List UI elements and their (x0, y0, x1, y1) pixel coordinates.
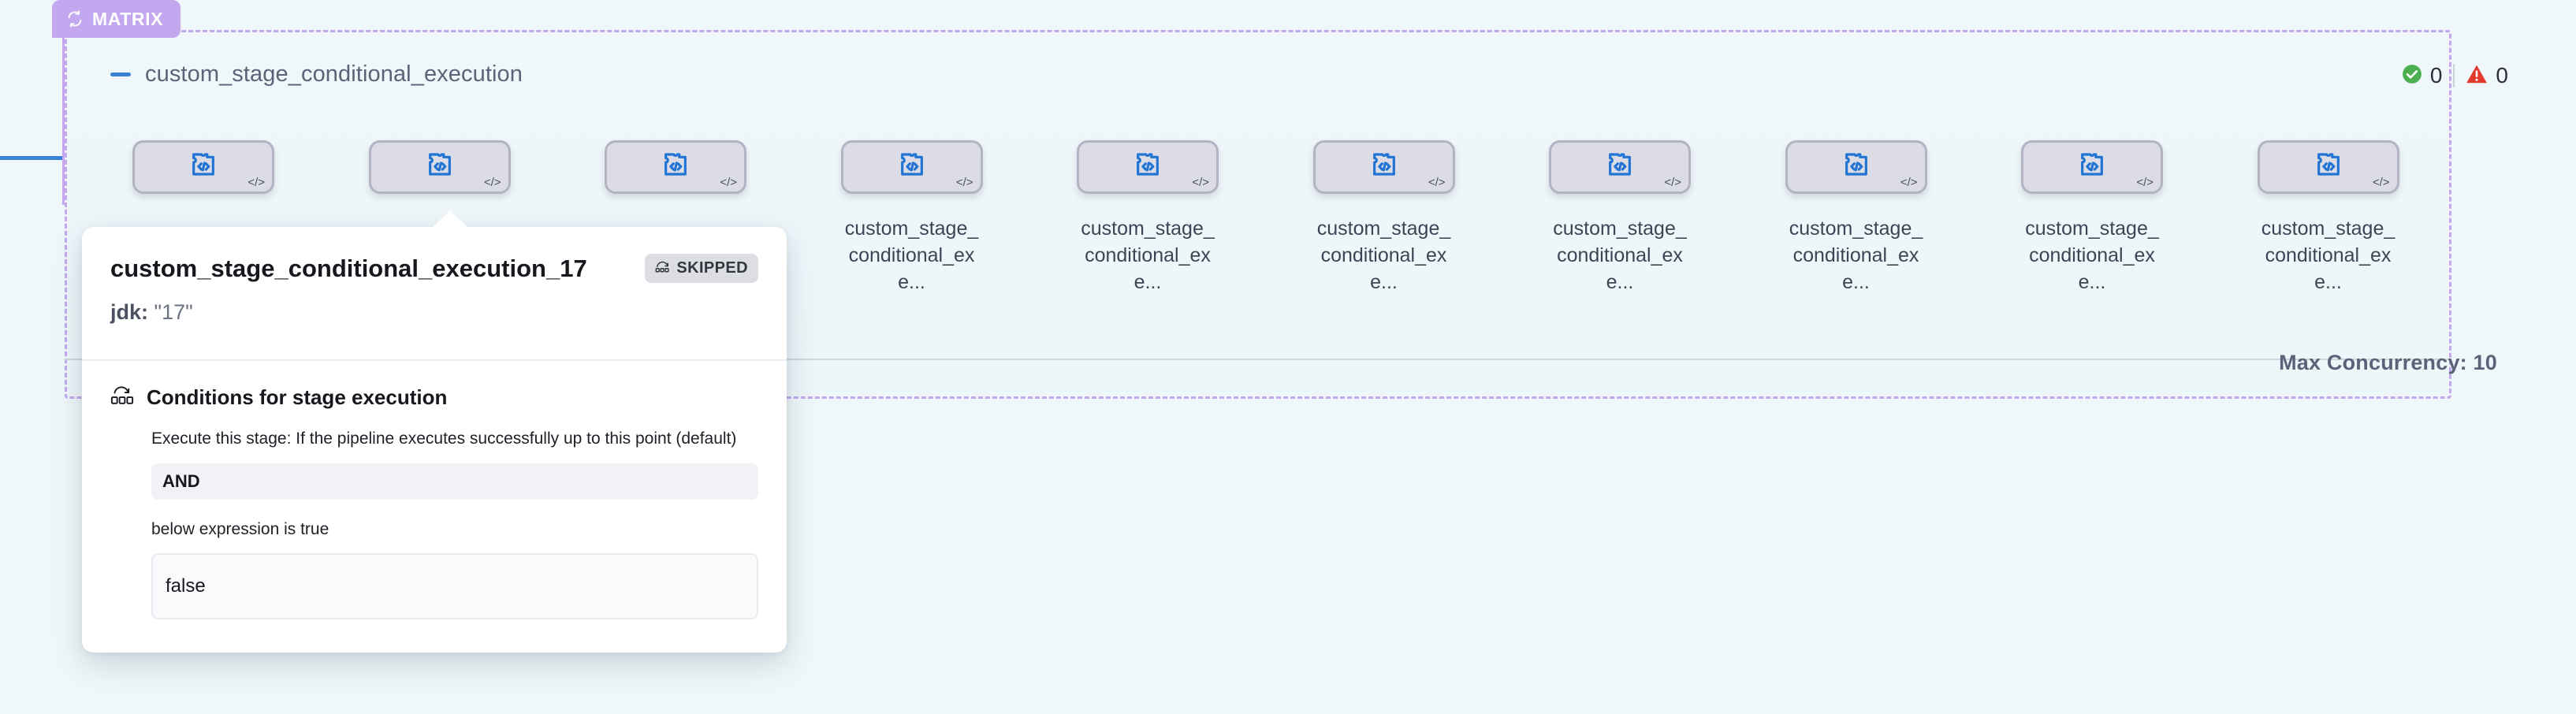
stage-node-3[interactable]: </> (605, 140, 746, 215)
code-tag-icon: </> (720, 176, 737, 189)
code-tag-icon: </> (2372, 176, 2390, 189)
status-badge-label: SKIPPED (676, 259, 748, 277)
warning-counter: 0 (2466, 63, 2508, 88)
code-tag-icon: </> (248, 176, 265, 189)
puzzle-code-icon (1132, 150, 1163, 185)
success-counter: 0 (2402, 63, 2443, 88)
code-tag-icon: </> (2136, 176, 2153, 189)
status-badge: SKIPPED (645, 254, 758, 283)
execute-condition-text: Execute this stage: If the pipeline exec… (151, 430, 737, 448)
tooltip-title: custom_stage_conditional_execution_17 (110, 255, 587, 282)
stage-node-1[interactable]: </> (132, 140, 274, 215)
stage-node-7[interactable]: </> custom_stage_conditional_exe... (1549, 140, 1691, 296)
stage-node-label: custom_stage_conditional_exe... (2261, 218, 2395, 293)
tooltip-meta: jdk: "17" (110, 300, 758, 325)
skip-arrow-icon (655, 259, 670, 277)
group-divider (65, 359, 2450, 360)
code-tag-icon: </> (1428, 176, 1446, 189)
puzzle-code-icon (2313, 150, 2344, 185)
success-count: 0 (2429, 63, 2443, 87)
stage-node-label: custom_stage_conditional_exe... (1789, 218, 1923, 293)
stage-node-card[interactable]: </> (840, 140, 983, 194)
warning-count: 0 (2496, 63, 2508, 87)
stage-node-label: custom_stage_conditional_exe... (1553, 218, 1687, 293)
tooltip-meta-value: "17" (154, 300, 193, 325)
conditions-section-title: Conditions for stage execution (147, 385, 448, 410)
stage-node-card[interactable]: </> (1077, 140, 1219, 194)
expression-label: below expression is true (151, 520, 329, 539)
max-concurrency-label: Max Concurrency: 10 (2279, 351, 2497, 374)
stage-node-5[interactable]: </> custom_stage_conditional_exe... (1077, 140, 1219, 296)
stage-detail-tooltip[interactable]: custom_stage_conditional_execution_17 SK… (82, 210, 787, 653)
expression-value-field[interactable]: false (151, 553, 758, 620)
stage-node-label: custom_stage_conditional_exe... (844, 218, 979, 293)
matrix-badge[interactable]: MATRIX (52, 0, 181, 38)
code-tag-icon: </> (955, 176, 973, 189)
puzzle-code-icon (424, 150, 456, 185)
conditions-flow-icon (110, 385, 134, 411)
stage-node-6[interactable]: </> custom_stage_conditional_exe... (1312, 140, 1455, 296)
stage-node-card[interactable]: </> (132, 140, 274, 194)
stage-node-card[interactable]: </> (2257, 140, 2399, 194)
tooltip-header: custom_stage_conditional_execution_17 SK… (82, 227, 787, 362)
stage-node-10[interactable]: </> custom_stage_conditional_exe... (2257, 140, 2399, 296)
stage-node-2[interactable]: </> (368, 140, 511, 215)
stage-node-card[interactable]: </> (368, 140, 511, 194)
check-circle-icon (2402, 64, 2422, 88)
stage-node-label: custom_stage_conditional_exe... (1316, 218, 1451, 293)
code-tag-icon: </> (1664, 176, 1681, 189)
puzzle-code-icon (1841, 150, 1872, 185)
incoming-connector-line (0, 156, 69, 160)
stage-node-9[interactable]: </> custom_stage_conditional_exe... (2021, 140, 2163, 296)
loop-refresh-icon (66, 10, 84, 28)
code-tag-icon: </> (1192, 176, 1209, 189)
stage-node-card[interactable]: </> (2021, 140, 2163, 194)
group-title: custom_stage_conditional_execution (145, 61, 523, 87)
tooltip-arrow (432, 210, 468, 228)
code-tag-icon: </> (1900, 176, 1918, 189)
stage-node-card[interactable]: </> (605, 140, 746, 194)
warning-triangle-icon (2466, 64, 2488, 88)
counter-divider (2453, 64, 2455, 87)
puzzle-code-icon (896, 150, 928, 185)
group-header[interactable]: custom_stage_conditional_execution (110, 61, 523, 87)
tooltip-meta-key: jdk: (110, 300, 149, 325)
matrix-badge-label: MATRIX (92, 8, 164, 29)
puzzle-code-icon (660, 150, 691, 185)
stage-node-4[interactable]: </> custom_stage_conditional_exe... (840, 140, 983, 296)
tooltip-conditions-section: Conditions for stage execution Execute t… (82, 361, 787, 653)
code-tag-icon: </> (483, 176, 501, 189)
status-counters: 0 0 (2402, 63, 2508, 88)
stage-node-card[interactable]: </> (1549, 140, 1691, 194)
stage-node-label: custom_stage_conditional_exe... (1081, 218, 1215, 293)
minus-collapse-icon[interactable] (110, 73, 131, 76)
stage-node-card[interactable]: </> (1785, 140, 1927, 194)
condition-operator-field: AND (151, 463, 758, 500)
stage-node-8[interactable]: </> custom_stage_conditional_exe... (1785, 140, 1927, 296)
puzzle-code-icon (2076, 150, 2108, 185)
puzzle-code-icon (1604, 150, 1636, 185)
puzzle-code-icon (188, 150, 219, 185)
stage-node-label: custom_stage_conditional_exe... (2025, 218, 2159, 293)
stage-node-card[interactable]: </> (1312, 140, 1455, 194)
puzzle-code-icon (1368, 150, 1400, 185)
